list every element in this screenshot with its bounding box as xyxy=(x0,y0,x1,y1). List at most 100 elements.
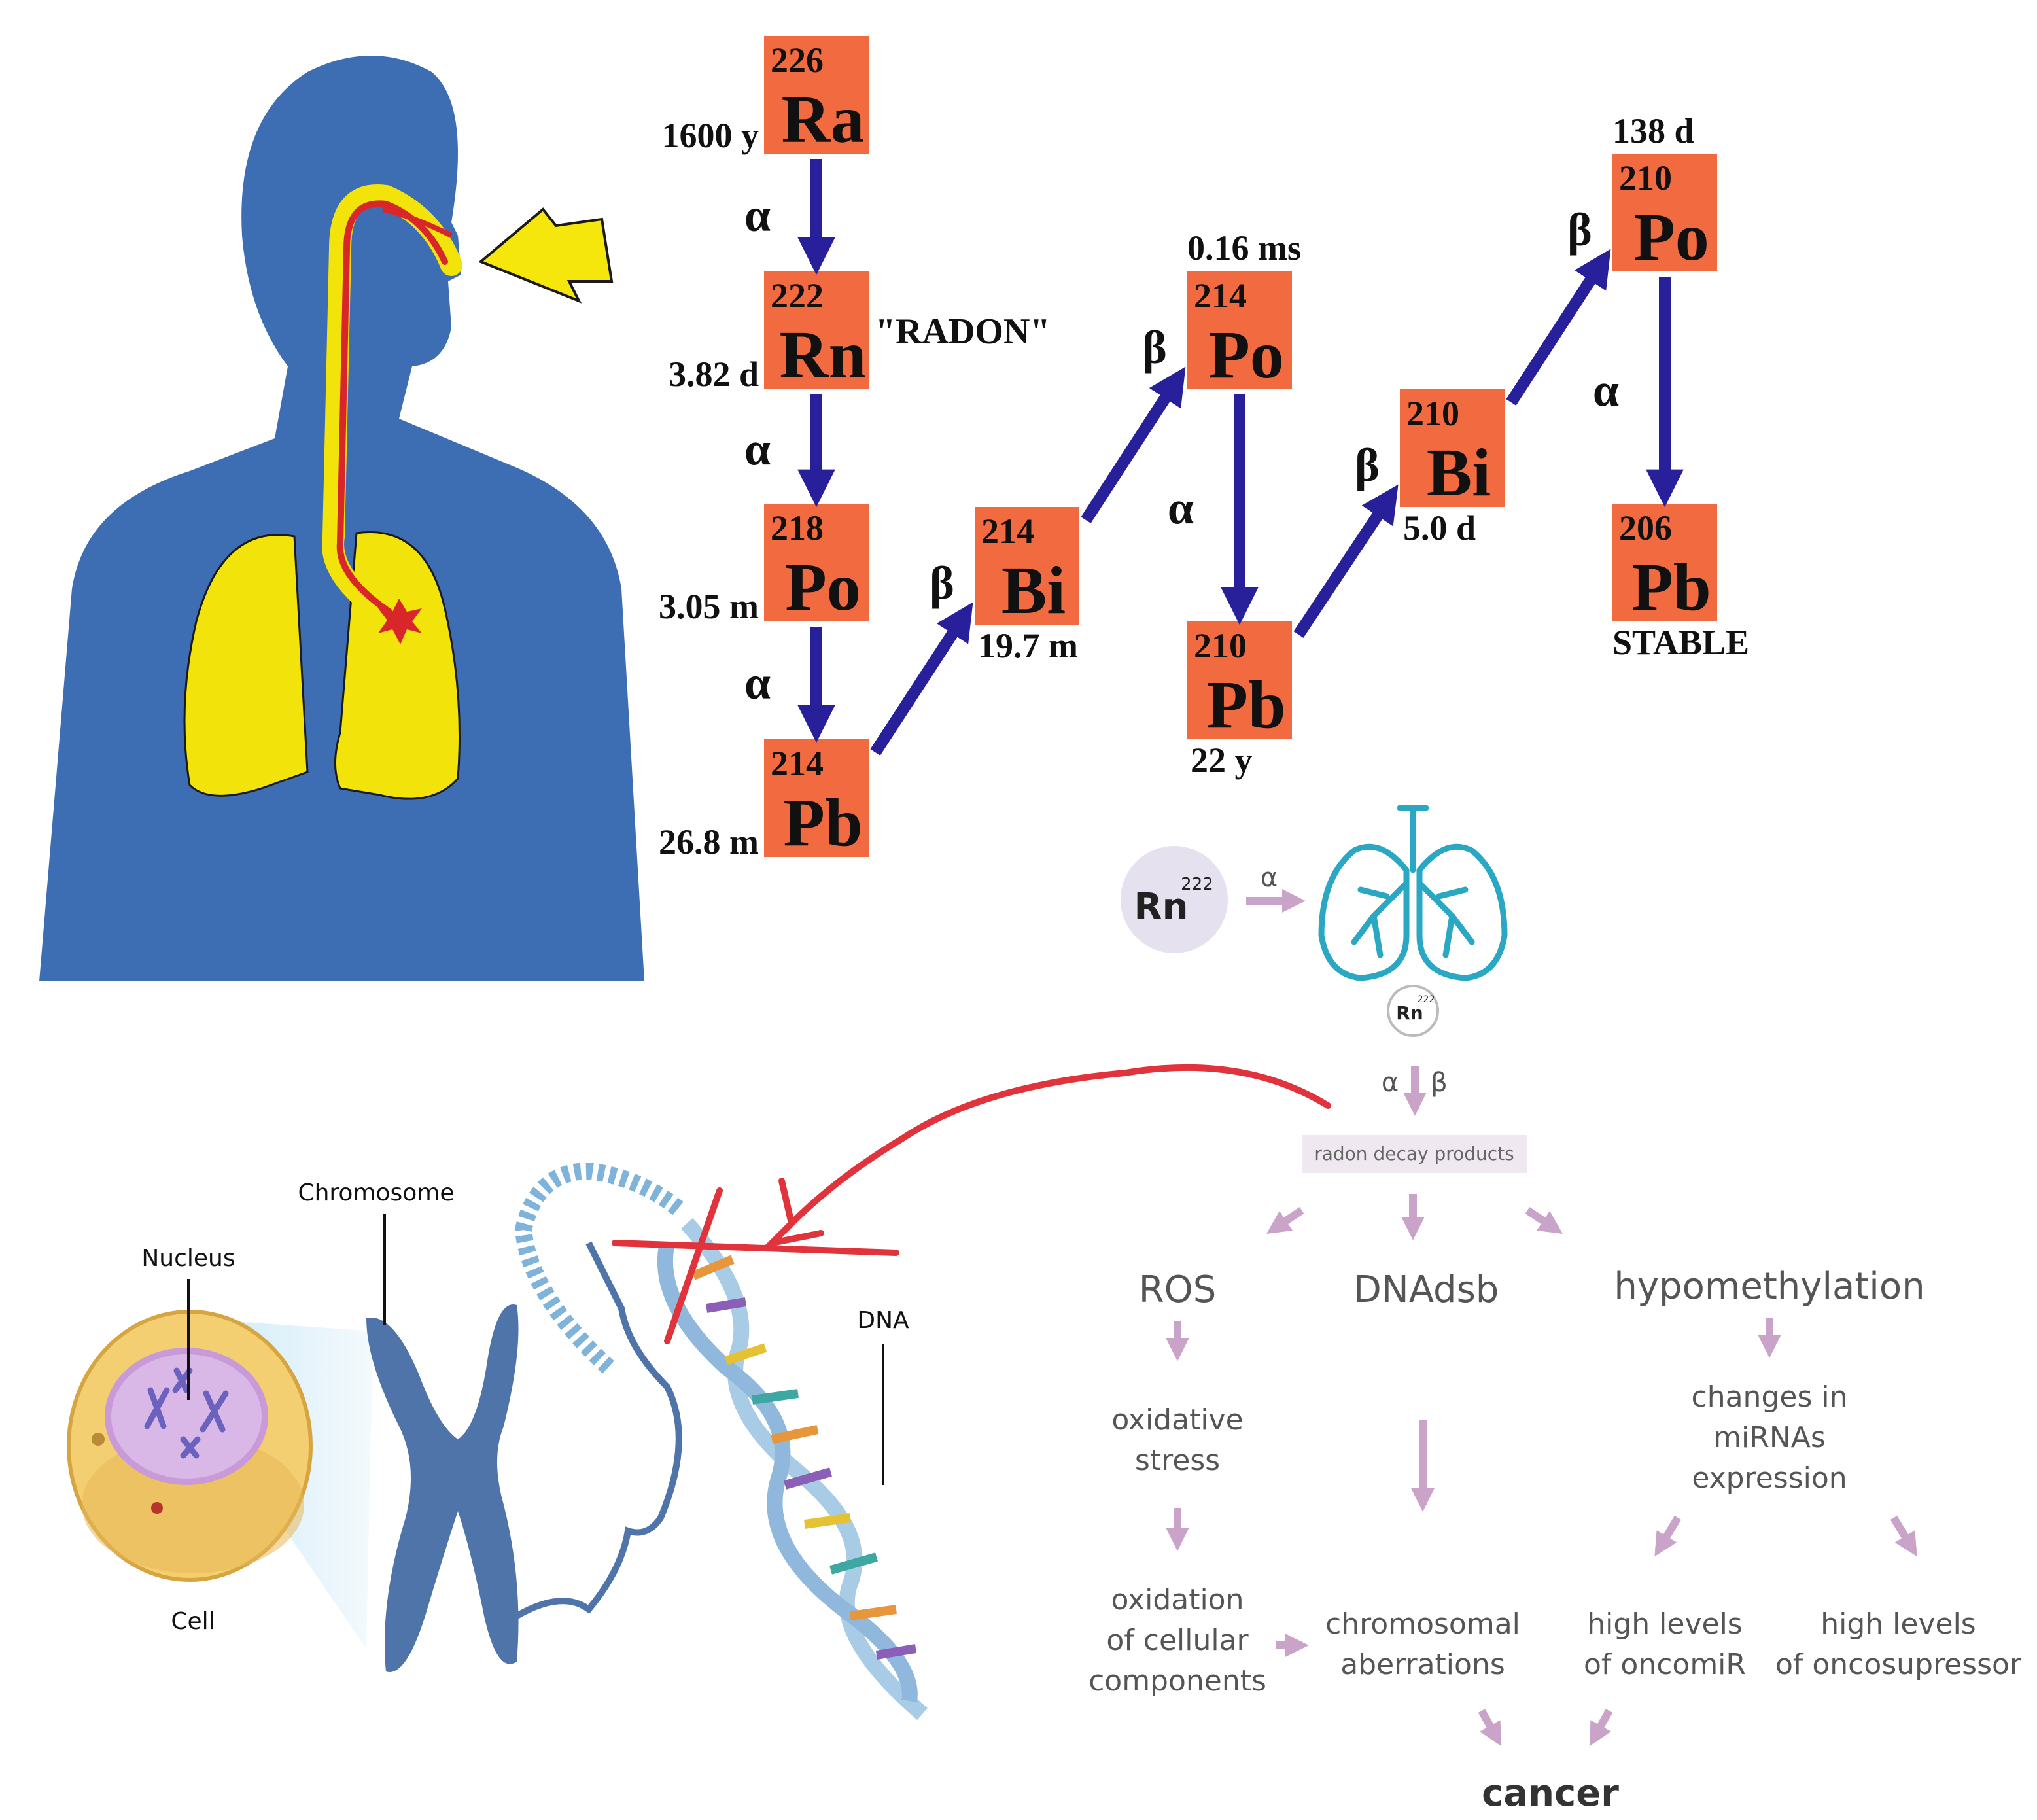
mass-number: 222 xyxy=(771,276,824,315)
element-box xyxy=(764,271,869,389)
decay-mode: α xyxy=(1593,364,1619,417)
half-life: STABLE xyxy=(1612,623,1749,662)
decay-rn222-po218: α xyxy=(744,394,835,508)
svg-text:oxidation: oxidation xyxy=(1111,1583,1244,1617)
radon-flowchart: Rn 222 α Rn 222 α β radon decay products… xyxy=(1088,805,2022,1815)
decay-mode: α xyxy=(744,657,771,709)
nucleus-chromosomes xyxy=(144,1367,229,1459)
half-life: 19.7 m xyxy=(978,626,1078,665)
element-symbol: Pb xyxy=(1206,667,1285,743)
red-marker-annotation xyxy=(612,1064,1331,1344)
element-box xyxy=(764,36,869,154)
decay-arrow xyxy=(870,602,973,756)
human-figure xyxy=(39,56,644,981)
decay-mode: β xyxy=(1355,439,1380,491)
decay-alpha: α xyxy=(1382,1068,1399,1098)
lung-icon xyxy=(1318,805,1508,981)
element-box xyxy=(1612,504,1717,621)
decay-bi210-po210: β xyxy=(1506,203,1611,406)
element-box xyxy=(1187,271,1292,389)
decay-arrow xyxy=(1081,366,1186,523)
element-symbol: Rn xyxy=(780,317,867,393)
mass-number: 210 xyxy=(1406,394,1459,433)
half-life: 22 y xyxy=(1191,741,1253,780)
rn-mass: 222 xyxy=(1181,875,1213,894)
lung-rn-circle xyxy=(1387,985,1439,1037)
svg-text:of cellular: of cellular xyxy=(1106,1624,1249,1657)
svg-text:changes in: changes in xyxy=(1692,1380,1848,1414)
nucleus-label: Nucleus xyxy=(141,1245,235,1272)
element-note: "RADON" xyxy=(875,311,1051,352)
mass-number: 214 xyxy=(981,512,1034,551)
nucleus-shape xyxy=(105,1348,268,1485)
svg-text:aberrations: aberrations xyxy=(1340,1648,1505,1681)
half-life: 1600 y xyxy=(662,116,759,155)
element-box xyxy=(1400,389,1505,507)
oxidative-stress-text: oxidative stress xyxy=(1111,1403,1243,1477)
decay-mode: β xyxy=(930,557,954,609)
svg-text:miRNAs: miRNAs xyxy=(1713,1421,1826,1454)
svg-text:high levels: high levels xyxy=(1820,1607,1976,1641)
oncosupressor-text: high levels of oncosupressor xyxy=(1775,1607,2022,1681)
chromosome-x xyxy=(366,1304,519,1672)
decay-products-label: radon decay products xyxy=(1314,1143,1514,1164)
arrow-to-ros xyxy=(1266,1207,1304,1234)
arrow-mirna-left xyxy=(1654,1515,1682,1557)
half-life: 3.05 m xyxy=(659,587,759,626)
chromosomal-text: chromosomal aberrations xyxy=(1325,1607,1520,1681)
cell-illustration: Nucleus Cell Chromosome xyxy=(67,1162,928,1721)
oncomir-text: high levels of oncomiR xyxy=(1584,1607,1746,1681)
dna-thread xyxy=(515,1241,682,1619)
mass-number: 214 xyxy=(771,744,824,783)
arrow-to-cancer-left xyxy=(1478,1709,1502,1747)
element-box xyxy=(764,739,869,857)
decay-arrow xyxy=(1506,249,1611,406)
element-symbol: Bi xyxy=(1001,553,1066,628)
decay-mode: β xyxy=(1142,321,1167,374)
lung-rn-mass: 222 xyxy=(1418,994,1435,1005)
svg-text:components: components xyxy=(1088,1664,1266,1698)
element-symbol: Po xyxy=(785,550,861,625)
decay-po218-pb214: α xyxy=(744,627,835,743)
arrow-mirna-right xyxy=(1890,1515,1917,1557)
element-symbol: Pb xyxy=(1631,550,1711,625)
arrow-to-cancer-right xyxy=(1589,1709,1613,1747)
svg-text:expression: expression xyxy=(1692,1461,1847,1495)
decay-mode: α xyxy=(744,189,771,241)
decay-po214-pb210: α xyxy=(1168,394,1259,625)
half-life: 0.16 ms xyxy=(1187,228,1301,268)
decay-mode: α xyxy=(744,423,771,476)
mass-number: 210 xyxy=(1194,626,1247,665)
rn-circle xyxy=(1121,846,1228,953)
dna-label: DNA xyxy=(857,1307,909,1334)
decay-ra226-rn222: α xyxy=(744,159,835,275)
mass-number: 210 xyxy=(1619,158,1672,198)
decay-bi214-po214: β xyxy=(1081,321,1186,523)
lung-rn-symbol: Rn xyxy=(1396,1002,1423,1024)
half-life: 3.82 d xyxy=(669,355,759,394)
dna-helix xyxy=(657,1217,928,1721)
half-life: 26.8 m xyxy=(659,822,759,862)
mass-number: 214 xyxy=(1194,276,1247,315)
half-life: 5.0 d xyxy=(1403,508,1476,548)
svg-text:stress: stress xyxy=(1135,1444,1220,1477)
svg-text:oxidative: oxidative xyxy=(1111,1403,1243,1437)
decay-pb214-bi214: β xyxy=(870,557,973,756)
decay-mode: β xyxy=(1567,203,1592,256)
chromosome-label: Chromosome xyxy=(298,1180,454,1206)
cell-label: Cell xyxy=(171,1608,215,1635)
decay-pb210-bi210: β xyxy=(1293,439,1399,638)
svg-text:of oncomiR: of oncomiR xyxy=(1584,1648,1746,1681)
dnadsb-label: DNAdsb xyxy=(1353,1269,1499,1311)
mass-number: 206 xyxy=(1619,508,1672,548)
element-symbol: Po xyxy=(1208,317,1284,393)
ros-label: ROS xyxy=(1139,1269,1217,1311)
half-life: 138 d xyxy=(1612,111,1694,150)
